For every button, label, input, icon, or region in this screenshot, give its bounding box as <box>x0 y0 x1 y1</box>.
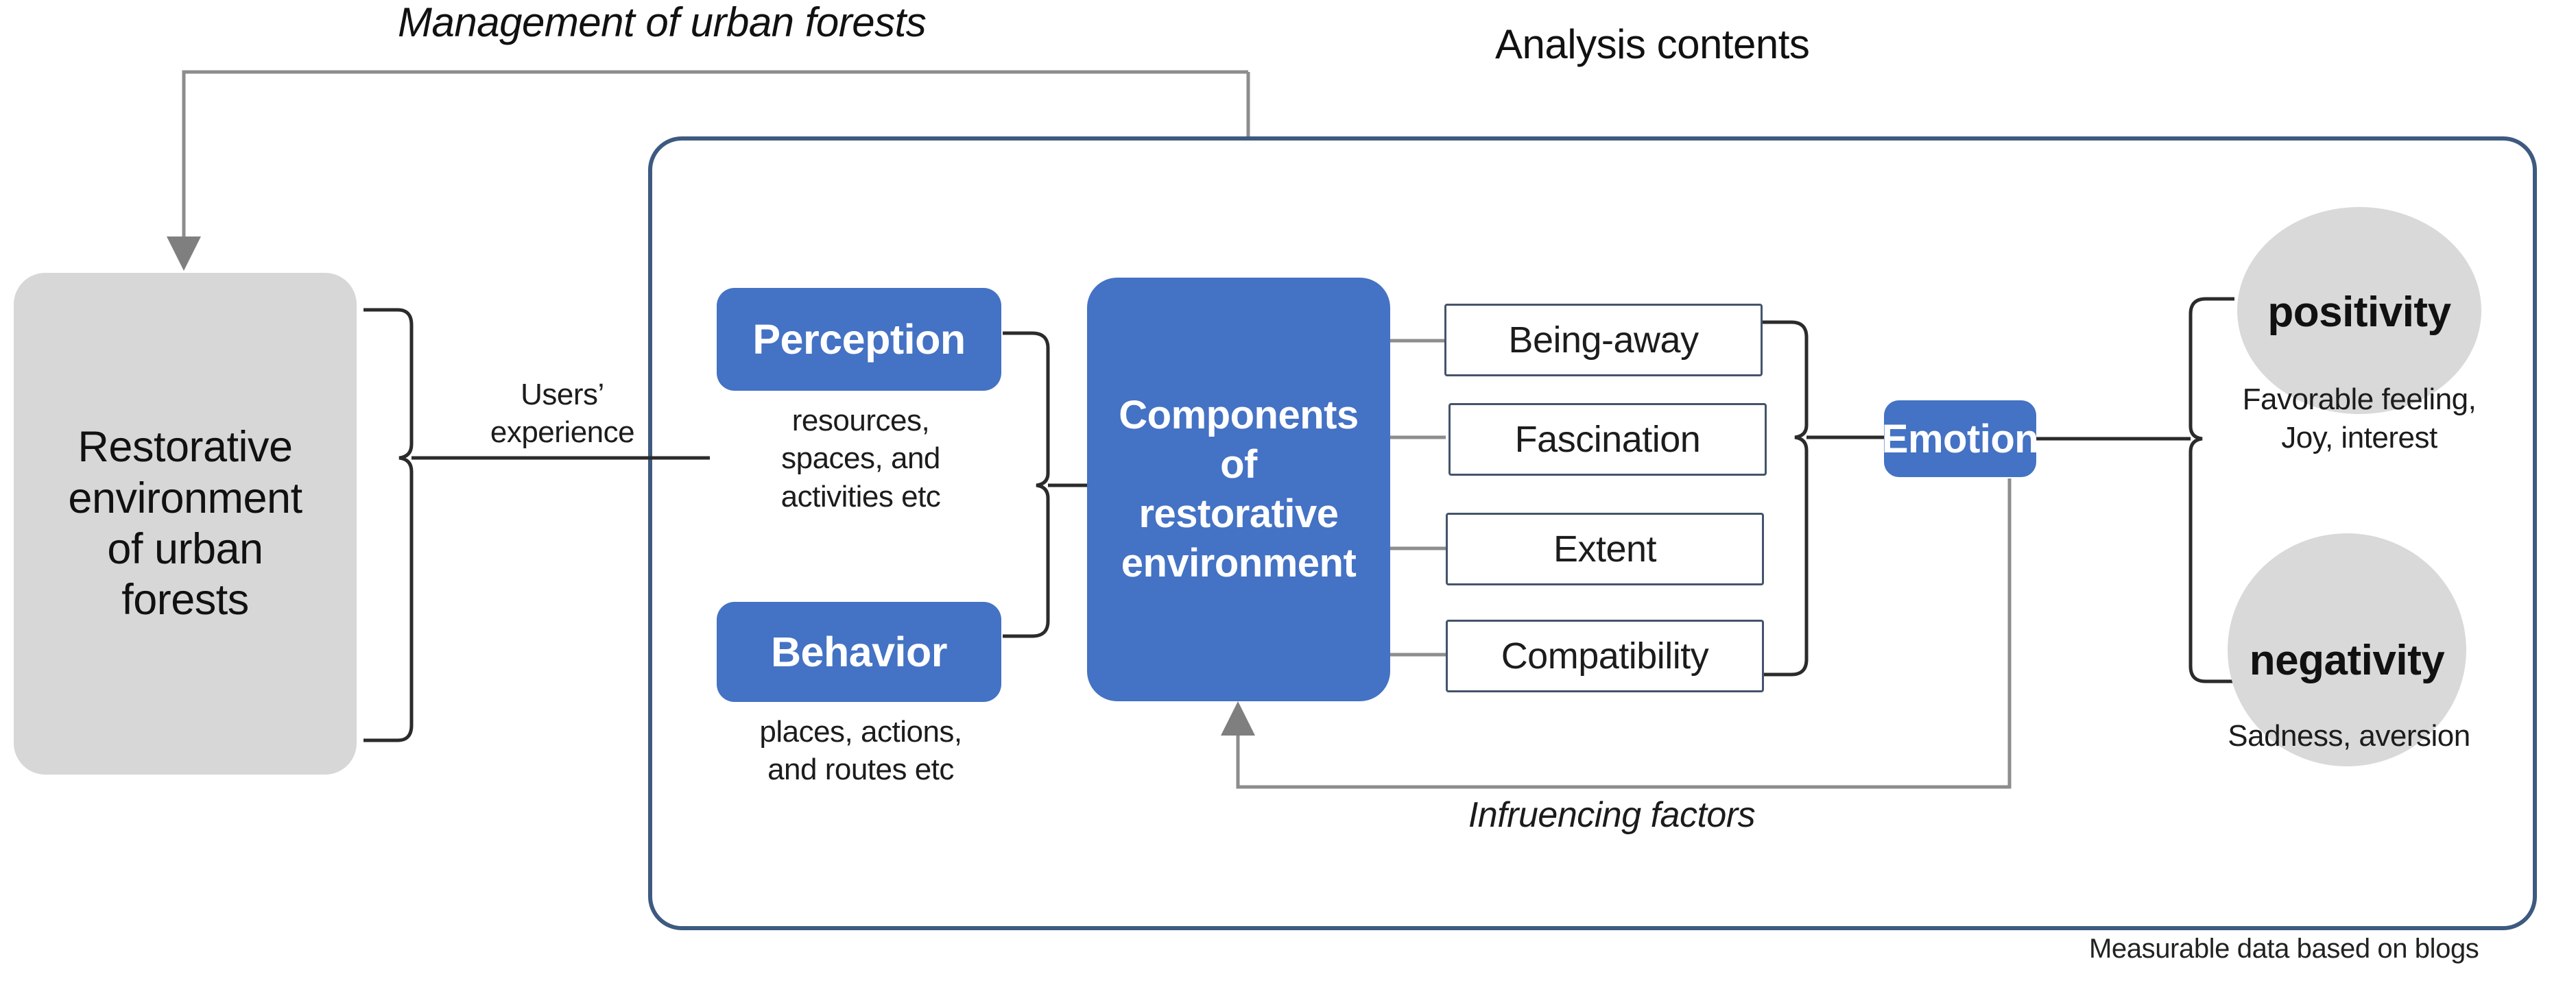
component-being-away[interactable]: Being-away <box>1444 304 1763 376</box>
perception-detail: resources, spaces, and activities etc <box>780 404 941 513</box>
component-fascination[interactable]: Fascination <box>1448 403 1767 476</box>
positivity-circle[interactable] <box>2237 207 2481 414</box>
behavior-detail: places, actions, and routes etc <box>759 715 962 787</box>
source-line: Restorative <box>77 423 293 472</box>
frame-title: Analysis contents <box>1495 21 1810 67</box>
emotion-brace <box>2036 297 2234 683</box>
users-experience-label: Users’ experience <box>490 378 635 450</box>
management-connector <box>167 70 1250 271</box>
influencing-factors-label: Infruencing factors <box>1468 795 1756 835</box>
components-brace <box>1763 320 1885 677</box>
perception-node[interactable]: Perception <box>717 288 1001 391</box>
negativity-circle[interactable] <box>2228 533 2466 766</box>
emotion-node[interactable]: Emotion <box>1882 400 2039 477</box>
blogs-footnote: Measurable data based on blogs <box>2089 934 2479 964</box>
source-line: forests <box>121 576 249 624</box>
negativity-label: negativity <box>2249 637 2445 684</box>
source-brace <box>363 308 710 742</box>
negativity-detail: Sadness, aversion <box>2228 719 2470 753</box>
component-extent[interactable]: Extent <box>1446 513 1764 585</box>
influencing-feedback <box>1221 478 2012 789</box>
center-to-components <box>1390 339 1446 657</box>
inputs-brace <box>1003 331 1087 638</box>
components-node[interactable]: Components of restorative environment <box>1087 278 1390 701</box>
positivity-detail: Favorable feeling, Joy, interest <box>2242 383 2477 455</box>
analysis-frame <box>648 136 2537 930</box>
source-line: of urban <box>107 525 263 573</box>
positivity-label: positivity <box>2267 289 2451 336</box>
management-label: Management of urban forests <box>398 0 927 45</box>
component-compatibility[interactable]: Compatibility <box>1446 620 1764 692</box>
behavior-node[interactable]: Behavior <box>717 602 1001 702</box>
source-line: environment <box>68 474 302 522</box>
source-node[interactable]: Restorative environment of urban forests <box>14 273 357 775</box>
